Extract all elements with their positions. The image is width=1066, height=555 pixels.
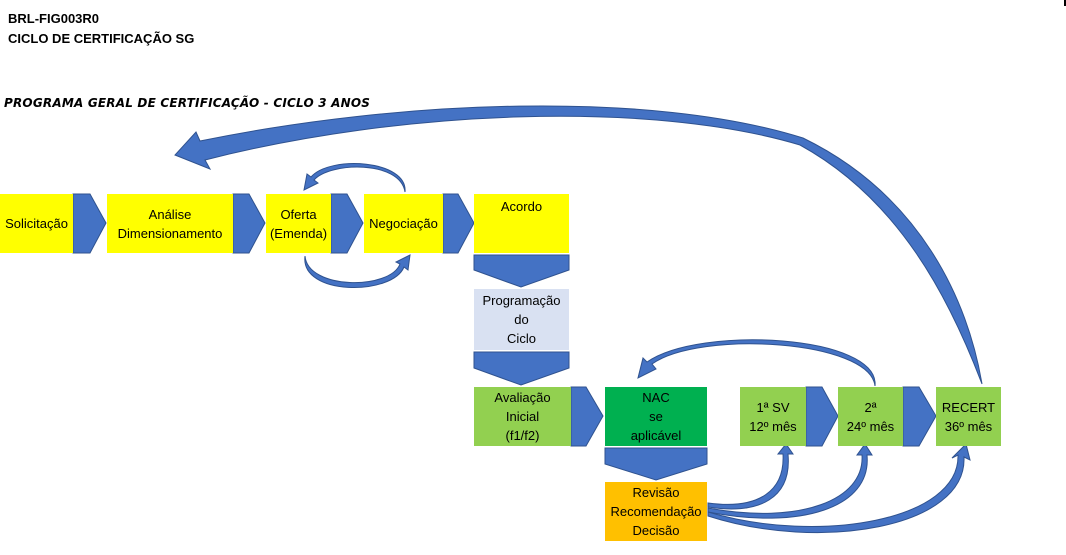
- box-nac-line-3: aplicável: [630, 428, 682, 443]
- box-oferta-line-2: (Emenda): [269, 225, 328, 241]
- box-revisao-line-2: Recomendação: [610, 504, 702, 519]
- box-nac-line-1: NAC: [642, 390, 670, 405]
- box-sv1-line-2: 12º mês: [749, 418, 797, 434]
- box-revisao: Revisão Recomendação Decisão: [605, 482, 707, 541]
- box-oferta: Oferta (Emenda): [266, 194, 331, 253]
- box-negociacao: Negociação: [364, 194, 443, 253]
- arrow-revisao-to-sv2: [707, 443, 873, 519]
- box-recert-line-1: RECERT: [941, 399, 996, 415]
- box-sv2-line-1: 2ª: [864, 399, 877, 415]
- box-nac: NAC se aplicável: [605, 387, 707, 446]
- box-avaliacao-line-3: (f1/f2): [505, 428, 540, 443]
- arrow-oferta-to-negociacao: [330, 193, 364, 254]
- arrow-sv2-to-recert: [902, 386, 937, 447]
- box-acordo-line-1: Acordo: [500, 199, 543, 214]
- box-avaliacao: Avaliação Inicial (f1/f2): [474, 387, 571, 446]
- box-revisao-line-1: Revisão: [632, 485, 680, 500]
- arrow-sv2-to-nac: [637, 339, 876, 387]
- arrow-oferta-to-negociacao-loop: [304, 254, 411, 289]
- box-revisao-line-3: Decisão: [632, 523, 680, 538]
- arrow-solicitacao-to-analise: [72, 193, 107, 254]
- box-sv1: 1ª SV 12º mês: [740, 387, 806, 446]
- arrow-analise-to-oferta: [232, 193, 266, 254]
- box-recert: RECERT 36º mês: [936, 387, 1001, 446]
- box-programacao-line-2: do: [514, 312, 529, 327]
- box-programacao-line-1: Programação: [482, 293, 561, 308]
- box-avaliacao-line-1: Avaliação: [494, 390, 551, 405]
- arrow-avaliacao-to-nac: [570, 386, 604, 447]
- box-analise-line-2: Dimensionamento: [117, 225, 223, 241]
- box-recert-line-2: 36º mês: [944, 418, 993, 434]
- box-acordo: Acordo: [474, 194, 569, 253]
- arrow-recert-to-analise: [174, 105, 983, 385]
- box-sv2-line-2: 24º mês: [846, 418, 895, 434]
- program-title: PROGRAMA GERAL DE CERTIFICAÇÃO - CICLO 3…: [4, 96, 371, 110]
- box-avaliacao-line-2: Inicial: [505, 409, 540, 424]
- arrow-programacao-to-avaliacao: [473, 351, 570, 386]
- box-sv1-line-1: 1ª SV: [756, 399, 790, 415]
- arrow-negociacao-to-acordo: [442, 193, 475, 254]
- arrow-acordo-to-programacao: [473, 254, 570, 288]
- box-nac-line-2: se: [649, 409, 663, 424]
- arrow-nac-to-revisao: [604, 447, 708, 481]
- arrow-sv1-to-sv2: [805, 386, 839, 447]
- box-oferta-line-1: Oferta: [280, 206, 317, 222]
- corner-tick: [1064, 0, 1066, 6]
- box-analise-line-1: Análise: [148, 206, 192, 222]
- document-title: CICLO DE CERTIFICAÇÃO SG: [8, 31, 195, 46]
- document-code: BRL-FIG003R0: [8, 11, 100, 26]
- box-programacao: Programação do Ciclo: [474, 289, 569, 350]
- box-solicitacao: Solicitação: [0, 194, 73, 253]
- box-programacao-line-3: Ciclo: [507, 331, 536, 346]
- arrow-revisao-to-sv1: [707, 443, 794, 510]
- box-sv2: 2ª 24º mês: [838, 387, 903, 446]
- arrow-revisao-to-recert: [707, 443, 971, 534]
- arrow-negociacao-to-oferta: [303, 163, 406, 193]
- box-solicitacao-line-1: Solicitação: [5, 216, 68, 231]
- box-analise: Análise Dimensionamento: [107, 194, 233, 253]
- box-negociacao-line-1: Negociação: [369, 216, 438, 231]
